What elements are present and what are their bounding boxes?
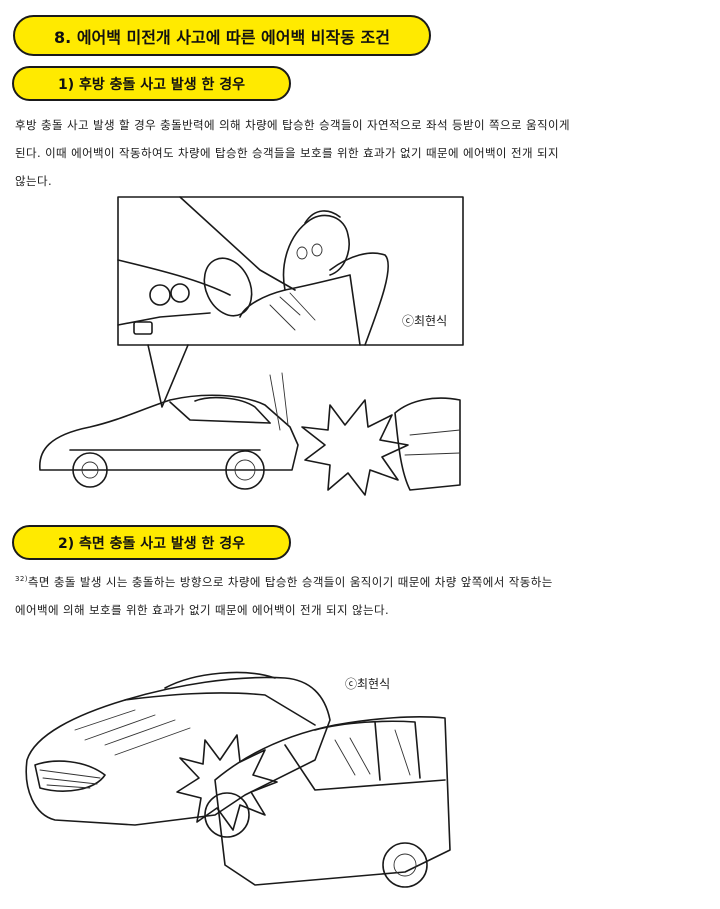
striking-car (394, 397, 461, 491)
car-rear-wheel (225, 450, 265, 490)
illustration-signature: ⓒ최현식 (402, 314, 447, 328)
inset-frame (117, 196, 464, 346)
front-car-grille (34, 760, 106, 792)
paragraph-line: 32)측면 충돌 발생 시는 충돌하는 방향으로 차량에 탑승한 승객들이 움직… (15, 575, 553, 589)
car-front-wheel (72, 452, 108, 488)
front-car-wheel (204, 792, 250, 838)
side-collision-illustration: ⓒ최현식 (25, 671, 451, 888)
side-car-body (214, 716, 451, 886)
subsection-heading-rear: 1) 후방 충돌 사고 발생 한 경우 (12, 66, 291, 101)
car-body (39, 394, 299, 471)
paragraph-line: 에어백에 의해 보호를 위한 효과가 없기 때문에 에어백이 전개 되지 않는다… (15, 603, 390, 617)
rear-collision-illustration: ⓒ최현식 (39, 196, 464, 496)
subsection-heading-side: 2) 측면 충돌 사고 발생 한 경우 (12, 525, 291, 560)
paragraph-line: 된다. 이때 에어백이 작동하여도 차량에 탑승한 승객들을 보호를 위한 효과… (15, 146, 559, 160)
rear-collision-paragraph: 후방 충돌 사고 발생 할 경우 충돌반력에 의해 차량에 탑승한 승객들이 자… (15, 111, 705, 195)
subsection-title-side: 2) 측면 충돌 사고 발생 한 경우 (57, 535, 246, 552)
callout-tail (147, 344, 189, 408)
section-heading: 8. 에어백 미전개 사고에 따른 에어백 비작동 조건 (13, 15, 431, 56)
subsection-title-rear: 1) 후방 충돌 사고 발생 한 경우 (57, 76, 246, 93)
side-car-wheel (382, 842, 428, 888)
illustration-signature: ⓒ최현식 (345, 677, 390, 691)
footnote-mark: 32) (15, 575, 28, 584)
section-title: 8. 에어백 미전개 사고에 따른 에어백 비작동 조건 (54, 27, 390, 47)
impact-burst (301, 399, 409, 496)
paragraph-line: 않는다. (15, 174, 52, 188)
front-car-body (25, 676, 331, 826)
paragraph-line: 후방 충돌 사고 발생 할 경우 충돌반력에 의해 차량에 탑승한 승객들이 자… (15, 118, 570, 132)
side-collision-paragraph: 32)측면 충돌 발생 시는 충돌하는 방향으로 차량에 탑승한 승객들이 움직… (15, 568, 705, 624)
